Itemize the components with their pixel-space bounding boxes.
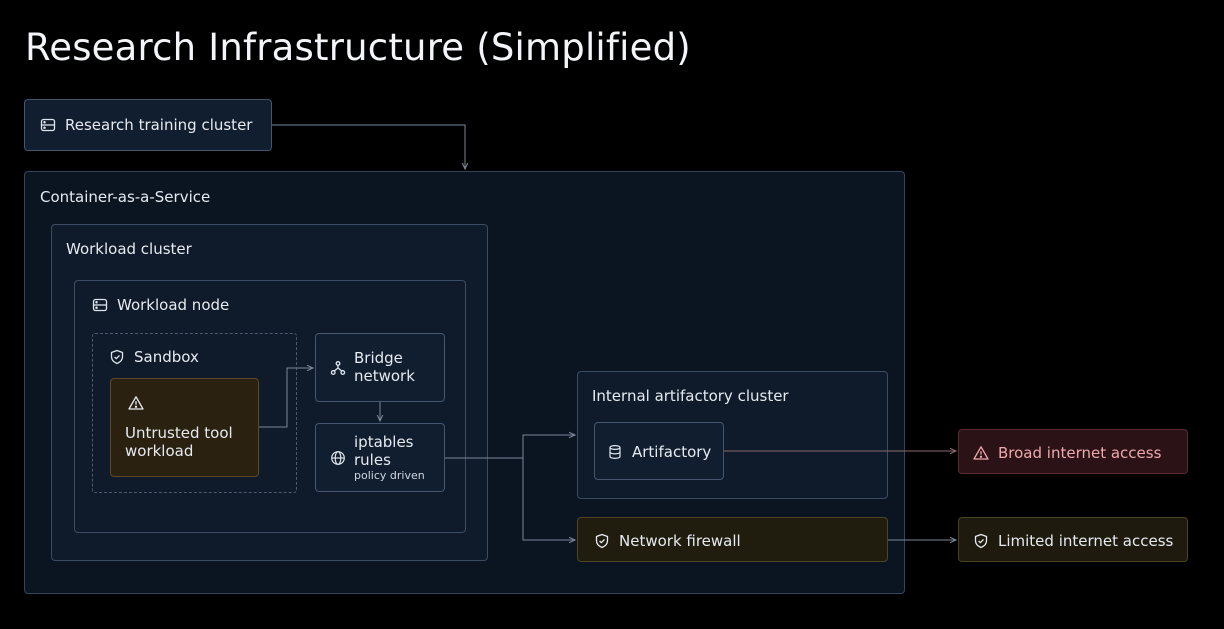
broad-internet-access-box[interactable]: Broad internet access [958, 429, 1188, 474]
network-firewall-box[interactable]: Network firewall [577, 517, 888, 562]
limited-internet-access-box[interactable]: Limited internet access [958, 517, 1188, 562]
workload-cluster-label: Workload cluster [66, 240, 192, 258]
sandbox-label: Sandbox [134, 348, 199, 366]
internal-artifactory-cluster-box: Internal artifactory cluster [577, 371, 888, 499]
iptables-rules-label: iptables rules policy driven [354, 433, 425, 482]
server-icon [92, 297, 108, 313]
container-as-a-service-label: Container-as-a-Service [40, 188, 211, 206]
untrusted-tool-workload-box[interactable]: Untrusted tool workload [110, 378, 259, 477]
artifactory-box[interactable]: Artifactory [594, 422, 724, 480]
network-icon [330, 360, 346, 376]
network-firewall-label: Network firewall [619, 532, 741, 550]
iptables-subtitle: policy driven [354, 469, 425, 482]
shield-check-icon [973, 533, 989, 549]
database-icon [607, 444, 623, 460]
bridge-network-label: Bridge network [354, 349, 415, 385]
iptables-rules-box[interactable]: iptables rules policy driven [315, 423, 445, 492]
untrusted-tool-workload-label: Untrusted tool workload [125, 424, 233, 460]
globe-icon [330, 450, 346, 466]
server-icon [40, 117, 56, 133]
page-title: Research Infrastructure (Simplified) [25, 26, 691, 69]
connector-research-to-caas [272, 124, 465, 169]
research-training-cluster-label: Research training cluster [65, 116, 253, 134]
artifactory-label: Artifactory [632, 443, 712, 461]
bridge-network-box[interactable]: Bridge network [315, 333, 445, 402]
broad-internet-access-label: Broad internet access [998, 444, 1162, 462]
warning-triangle-icon [973, 445, 989, 461]
limited-internet-access-label: Limited internet access [998, 532, 1174, 550]
research-training-cluster-box[interactable]: Research training cluster [24, 99, 272, 151]
workload-node-label: Workload node [117, 296, 230, 314]
warning-triangle-icon [128, 395, 144, 411]
shield-check-icon [594, 533, 610, 549]
internal-artifactory-cluster-label: Internal artifactory cluster [592, 387, 789, 405]
shield-check-icon [109, 349, 125, 365]
